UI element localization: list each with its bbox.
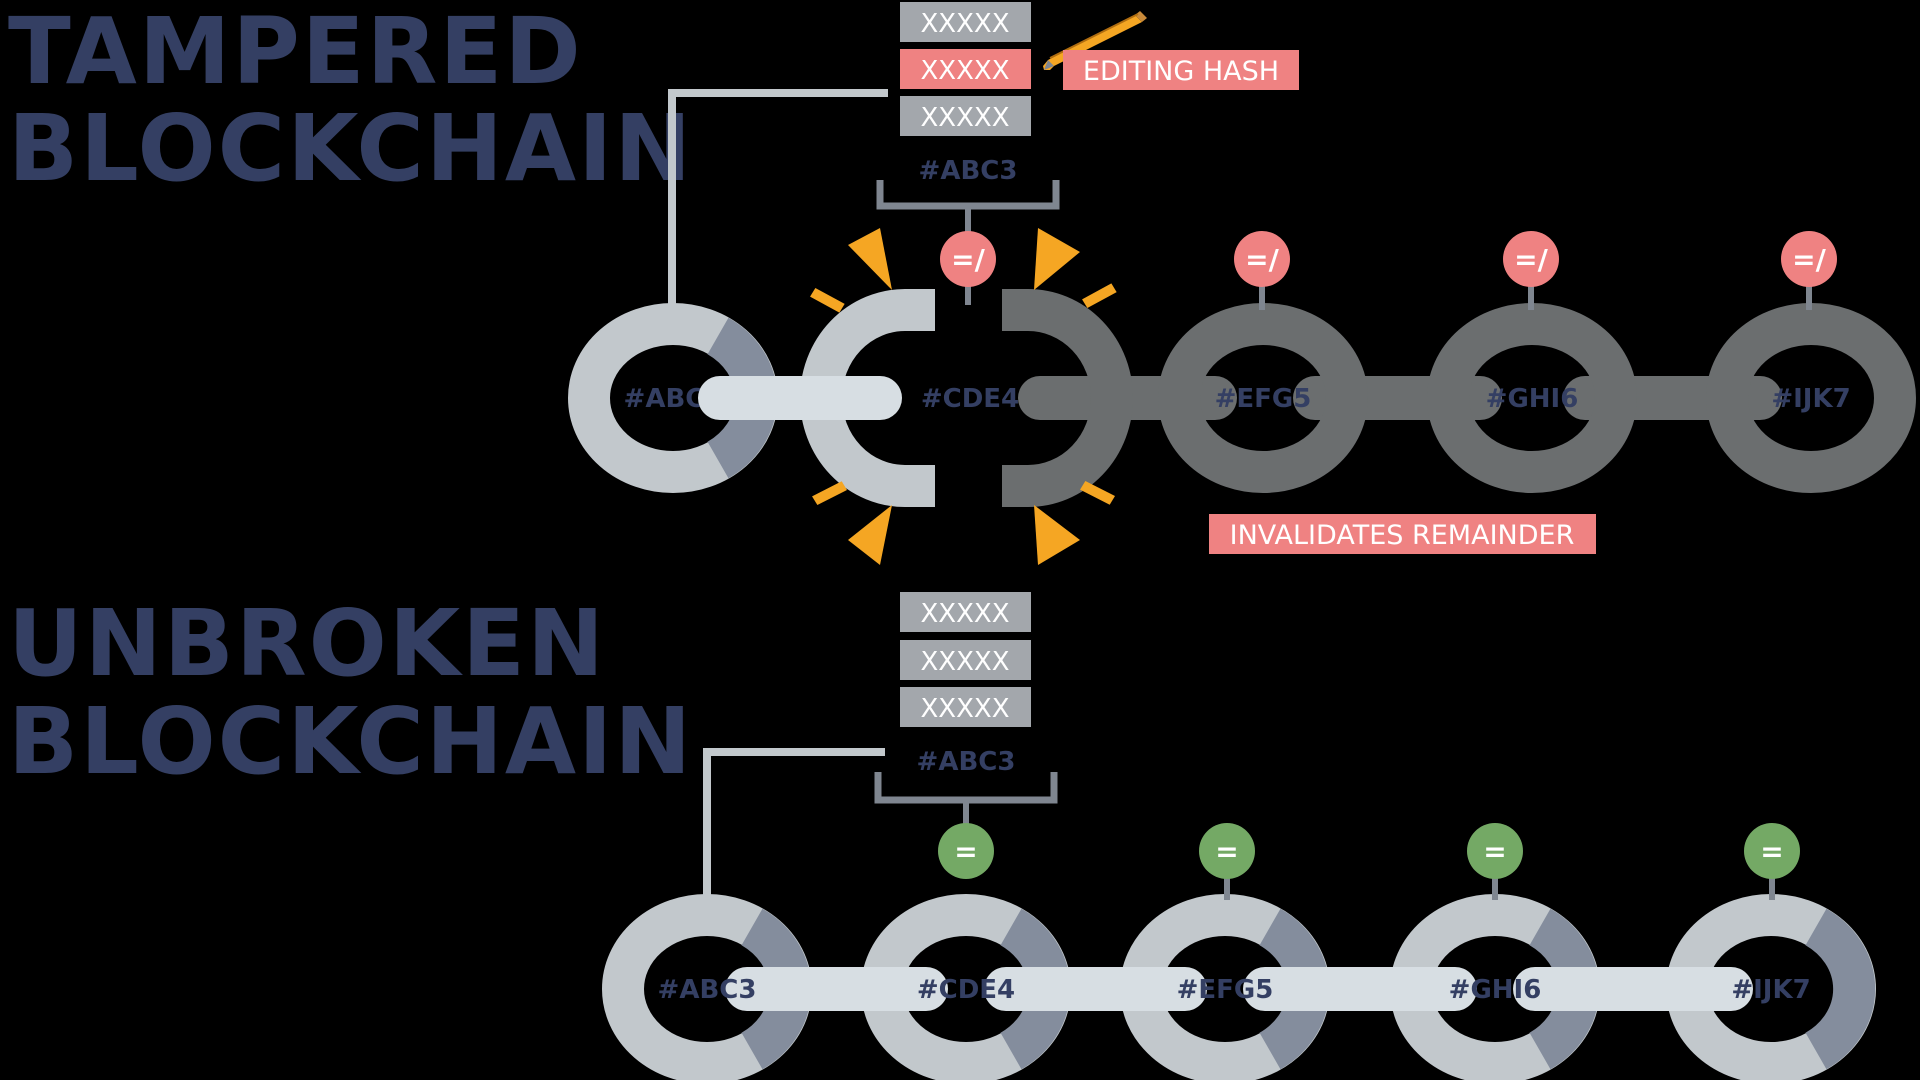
broken-link: #CDE4: [698, 289, 1133, 507]
svg-text:=/: =/: [1792, 243, 1826, 276]
tampered-block-hash: #ABC3: [919, 156, 1018, 186]
tampered-title-line2: BLOCKCHAIN: [8, 95, 693, 202]
unbroken-chain: #ABC3 #CDE4 #EFG5 #GHI6 #IJK7: [602, 894, 1876, 1080]
tampered-block-row-2-text: XXXXX: [920, 56, 1009, 86]
not-equal-icon: =/: [1234, 231, 1290, 310]
tampered-block-row-3: [900, 96, 1031, 136]
tampered-block-row-2-edited: [900, 49, 1031, 89]
unbroken-link-5-hash: #IJK7: [1731, 975, 1810, 1005]
broken-link-hash: #CDE4: [921, 384, 1019, 414]
unbroken-title-line2: BLOCKCHAIN: [8, 688, 693, 795]
unbroken-link-4-hash: #GHI6: [1449, 975, 1542, 1005]
unbroken-title-line1: UNBROKEN: [8, 590, 606, 697]
svg-text:=: =: [954, 835, 977, 868]
tampered-connector-line: [668, 89, 888, 310]
invalidates-remainder-tag: [1209, 514, 1596, 554]
unbroken-block-row-3-text: XXXXX: [920, 694, 1009, 724]
tampered-link-4: #GHI6: [1427, 303, 1637, 493]
svg-text:=: =: [1760, 835, 1783, 868]
not-equal-icon: =/: [1781, 231, 1837, 310]
invalidates-remainder-label: INVALIDATES REMAINDER: [1230, 520, 1575, 551]
unbroken-link-2-hash: #CDE4: [917, 975, 1015, 1005]
tampered-block-row-3-text: XXXXX: [920, 103, 1009, 133]
tampered-badges: =/ =/ =/ =/: [940, 231, 1837, 310]
svg-text:=/: =/: [951, 243, 985, 276]
unbroken-block-row-1-text: XXXXX: [920, 599, 1009, 629]
unbroken-block-row-1: [900, 592, 1031, 632]
svg-text:=/: =/: [1245, 243, 1279, 276]
svg-text:=: =: [1483, 835, 1506, 868]
tampered-block-row-1: [900, 2, 1031, 42]
unbroken-block-row-3: [900, 687, 1031, 727]
editing-hash-label: EDITING HASH: [1083, 56, 1279, 87]
broken-link-right-half: [1002, 289, 1133, 507]
tampered-link-3: #EFG5: [1158, 303, 1368, 493]
equal-icon: =: [1744, 823, 1800, 900]
unbroken-link-1-hash: #ABC3: [658, 975, 757, 1005]
unbroken-block-hash: #ABC3: [917, 747, 1016, 777]
unbroken-block: XXXXX XXXXX XXXXX #ABC3: [874, 592, 1058, 830]
not-equal-icon: =/: [1503, 231, 1559, 310]
unbroken-badges: = = = =: [938, 823, 1800, 900]
svg-text:=/: =/: [1514, 243, 1548, 276]
editing-hash-tag: [1063, 50, 1299, 90]
unbroken-connector-line: [703, 748, 885, 905]
tampered-block: XXXXX XXXXX XXXXX #ABC3: [876, 2, 1060, 232]
tampered-section: TAMPERED BLOCKCHAIN XXXXX XXXXX XXXXX #A…: [8, 0, 1916, 565]
equal-icon: =: [1199, 823, 1255, 900]
tampered-block-row-1-text: XXXXX: [920, 9, 1009, 39]
spark-icon: [810, 228, 1117, 565]
svg-text:=: =: [1215, 835, 1238, 868]
tampered-link-5: #IJK7: [1706, 303, 1916, 493]
unbroken-block-row-2-text: XXXXX: [920, 647, 1009, 677]
equal-icon: =: [938, 823, 994, 879]
tampered-link-3-hash: #EFG5: [1215, 384, 1312, 414]
tampered-link-4-hash: #GHI6: [1486, 384, 1579, 414]
not-equal-icon: =/: [940, 231, 996, 305]
tampered-title-line1: TAMPERED: [8, 0, 583, 105]
unbroken-section: UNBROKEN BLOCKCHAIN XXXXX XXXXX XXXXX #A…: [8, 590, 1876, 1080]
tampered-link-5-hash: #IJK7: [1771, 384, 1850, 414]
unbroken-link-3-hash: #EFG5: [1177, 975, 1274, 1005]
equal-icon: =: [1467, 823, 1523, 900]
unbroken-block-row-2: [900, 640, 1031, 680]
